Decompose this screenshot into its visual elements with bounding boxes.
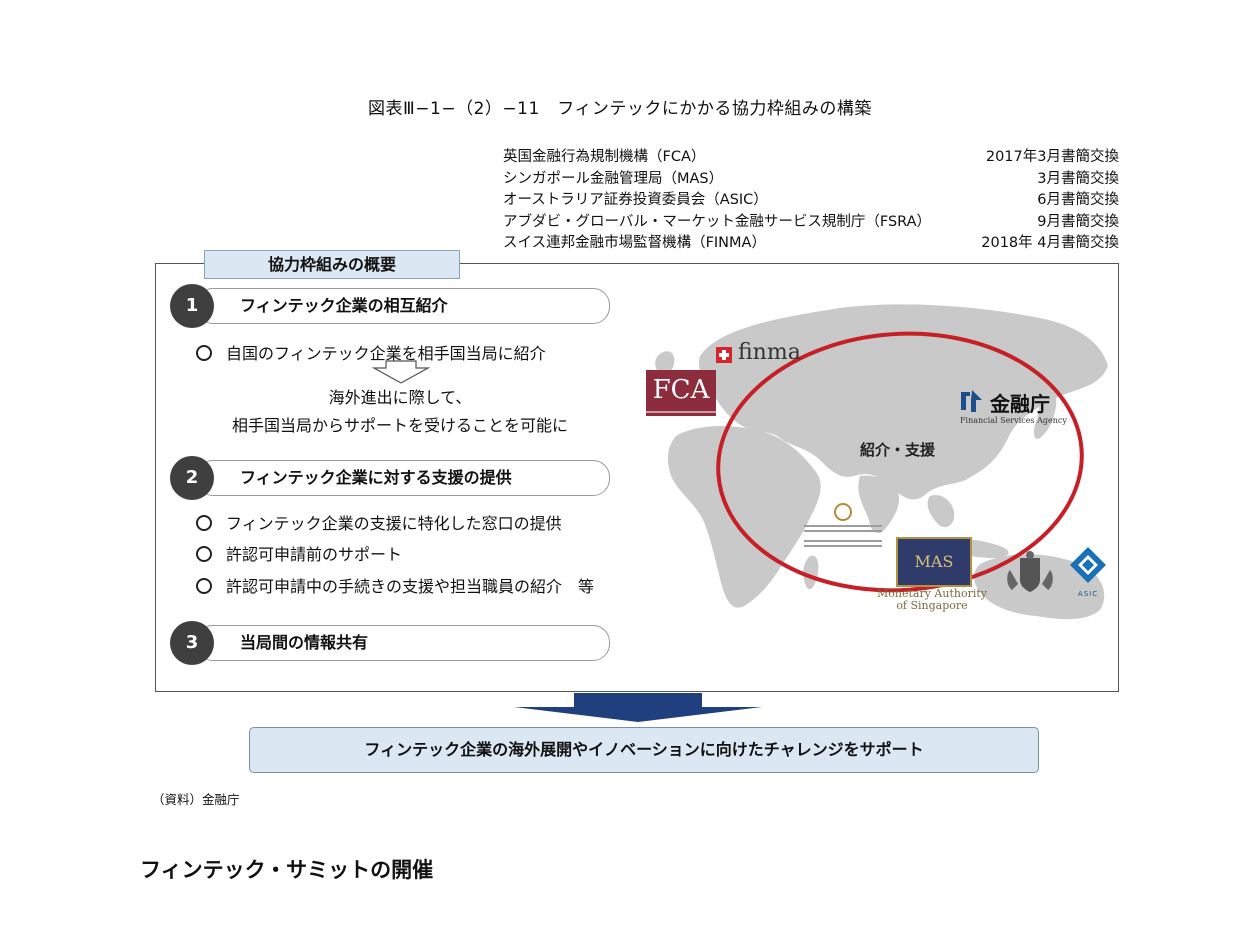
bullet-item: 自国のフィンテック企業を相手国当局に紹介 xyxy=(196,340,546,364)
item-label: 当局間の情報共有 xyxy=(240,633,369,652)
swiss-cross-icon xyxy=(716,347,732,363)
item1-result-line: 相手国当局からサポートを受けることを可能に xyxy=(231,416,568,435)
agreement-row: アブダビ・グローバル・マーケット金融サービス規制庁（FSRA） 9月書簡交換 xyxy=(503,212,1119,234)
bullet-text: 自国のフィンテック企業を相手国当局に紹介 xyxy=(226,344,546,363)
fsa-logo-jp: 金融庁 xyxy=(990,392,1050,416)
figure-title: 図表Ⅲ−1−（2）−11 フィンテックにかかる協力枠組みの構築 xyxy=(368,99,872,119)
agreement-org: オーストラリア証券投資委員会（ASIC） xyxy=(503,192,768,208)
conclusion-box: フィンテック企業の海外展開やイノベーションに向けたチャレンジをサポート xyxy=(249,727,1039,773)
asic-diamond-icon xyxy=(1070,547,1106,583)
agreement-row: 英国金融行為規制機構（FCA） 2017年3月書簡交換 xyxy=(503,147,1119,169)
circle-bullet-icon xyxy=(196,578,212,594)
source-note: （資料）金融庁 xyxy=(152,792,240,807)
section-heading: フィンテック・サミットの開催 xyxy=(140,858,434,882)
agreement-date: 2017年3月書簡交換 xyxy=(985,149,1119,165)
bullet-text: フィンテック企業の支援に特化した窓口の提供 xyxy=(226,514,562,533)
finma-logo-text: finma xyxy=(738,340,801,365)
item-number: 3 xyxy=(170,621,214,665)
mas-logo-subtitle: Monetary Authority of Singapore xyxy=(868,588,996,612)
fca-logo-text: FCA xyxy=(652,375,710,405)
agreement-date: 6月書簡交換 xyxy=(1037,192,1119,208)
bullet-item: 許認可申請前のサポート xyxy=(196,541,402,565)
map-center-label: 紹介・支援 xyxy=(860,441,936,459)
agreement-row: スイス連邦金融市場監督機構（FINMA） 2018年 4月書簡交換 xyxy=(503,233,1119,255)
item-pill xyxy=(196,625,610,661)
bullet-text: 許認可申請中の手続きの支援や担当職員の紹介 等 xyxy=(226,577,595,596)
agreement-org: アブダビ・グローバル・マーケット金融サービス規制庁（FSRA） xyxy=(503,213,932,230)
circle-bullet-icon xyxy=(196,345,212,361)
agreement-org: 英国金融行為規制機構（FCA） xyxy=(503,149,706,165)
agreement-row: オーストラリア証券投資委員会（ASIC） 6月書簡交換 xyxy=(503,190,1119,212)
big-down-arrow-icon xyxy=(514,693,762,722)
item-number: 2 xyxy=(170,456,214,500)
bullet-item: 許認可申請中の手続きの支援や担当職員の紹介 等 xyxy=(196,573,594,597)
adgm-logo xyxy=(800,503,886,550)
agreement-date: 9月書簡交換 xyxy=(1037,213,1119,230)
agreement-date: 2018年 4月書簡交換 xyxy=(981,235,1119,251)
cooperation-ellipse xyxy=(716,331,1084,593)
world-map xyxy=(655,304,1108,620)
bullet-text: 許認可申請前のサポート xyxy=(226,545,403,564)
circle-bullet-icon xyxy=(196,546,212,562)
down-arrow-icon xyxy=(372,360,430,384)
mas-subtitle-line: Monetary Authority xyxy=(877,587,987,600)
fsa-mark-icon xyxy=(961,390,982,412)
item1-result-line: 海外進出に際して、 xyxy=(328,388,472,407)
fsa-logo-en: Financial Services Agency xyxy=(960,416,1067,425)
mas-subtitle-line: of Singapore xyxy=(896,599,968,612)
circle-bullet-icon xyxy=(196,515,212,531)
mas-logo: MAS xyxy=(896,537,972,587)
agreement-row: シンガポール金融管理局（MAS） 3月書簡交換 xyxy=(503,169,1119,191)
agreements-list: 英国金融行為規制機構（FCA） 2017年3月書簡交換 シンガポール金融管理局（… xyxy=(503,147,1119,255)
bullet-item: フィンテック企業の支援に特化した窓口の提供 xyxy=(196,510,562,534)
item-number: 1 xyxy=(170,284,214,328)
item-pill xyxy=(196,288,610,324)
item-pill xyxy=(196,460,610,496)
agreement-org: シンガポール金融管理局（MAS） xyxy=(503,170,724,187)
overview-label: 協力枠組みの概要 xyxy=(204,250,460,279)
adgm-ring-icon xyxy=(834,503,852,521)
asic-logo: ASIC xyxy=(1066,546,1110,598)
australian-crest-icon xyxy=(1007,551,1053,592)
agreement-date: 3月書簡交換 xyxy=(1037,170,1119,187)
fca-logo: FCA xyxy=(646,370,716,416)
fca-logo-underline xyxy=(646,411,716,413)
item-label: フィンテック企業の相互紹介 xyxy=(240,296,448,315)
item-label: フィンテック企業に対する支援の提供 xyxy=(240,468,512,487)
asic-logo-text: ASIC xyxy=(1077,590,1099,598)
agreement-org: スイス連邦金融市場監督機構（FINMA） xyxy=(503,235,766,251)
